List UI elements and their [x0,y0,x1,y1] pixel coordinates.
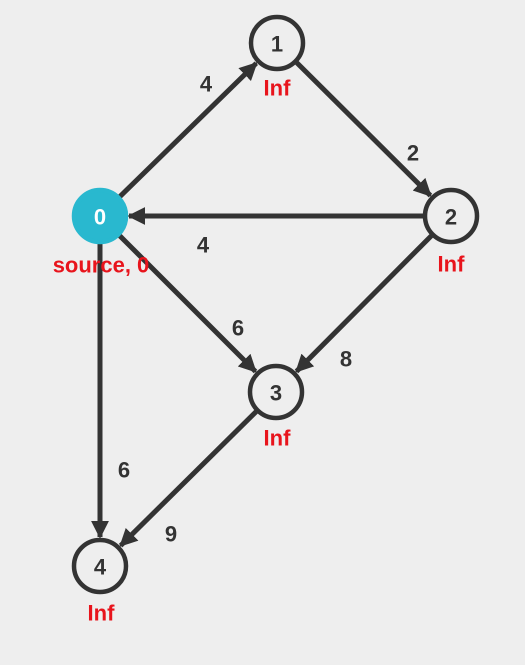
node-label-0: 0 [94,205,106,230]
edges-layer [91,60,434,548]
node-label-2: 2 [445,205,457,230]
edge-weight-0-to-1: 4 [200,72,213,97]
distance-label-node-3: Inf [264,426,292,451]
edge-0-to-1 [118,61,259,199]
edge-0-to-3 [118,234,258,374]
edge-weight-2-to-3: 8 [340,347,352,372]
node-circle-4 [71,537,129,595]
node-label-3: 3 [270,381,282,406]
edge-weight-3-to-4: 9 [165,522,177,547]
edge-2-to-3 [294,234,434,374]
node-1[interactable]: 1 [248,14,306,72]
edge-1-to-2 [295,60,433,198]
node-2[interactable]: 2 [422,187,480,245]
node-label-1: 1 [271,32,283,57]
edge-weight-0-to-3: 6 [232,316,244,341]
edge-weight-1-to-2: 2 [407,141,419,166]
node-0[interactable]: 0 [71,187,129,245]
distance-label-node-0: source, 0 [53,253,150,278]
edge-weight-0-to-4: 6 [118,458,130,483]
node-circle-2 [422,187,480,245]
distance-label-node-2: Inf [438,252,466,277]
distance-label-node-1: Inf [264,76,292,101]
edge-weights-layer: 4 2 4 6 8 6 9 [118,72,419,547]
node-circle-3 [247,363,305,421]
node-4[interactable]: 4 [71,537,129,595]
edge-weight-2-to-0: 4 [197,233,210,258]
distance-label-node-4: Inf [88,601,116,626]
node-circle-0 [71,187,129,245]
edge-3-to-4 [118,409,258,548]
node-label-4: 4 [94,555,107,580]
node-3[interactable]: 3 [247,363,305,421]
node-circle-1 [248,14,306,72]
